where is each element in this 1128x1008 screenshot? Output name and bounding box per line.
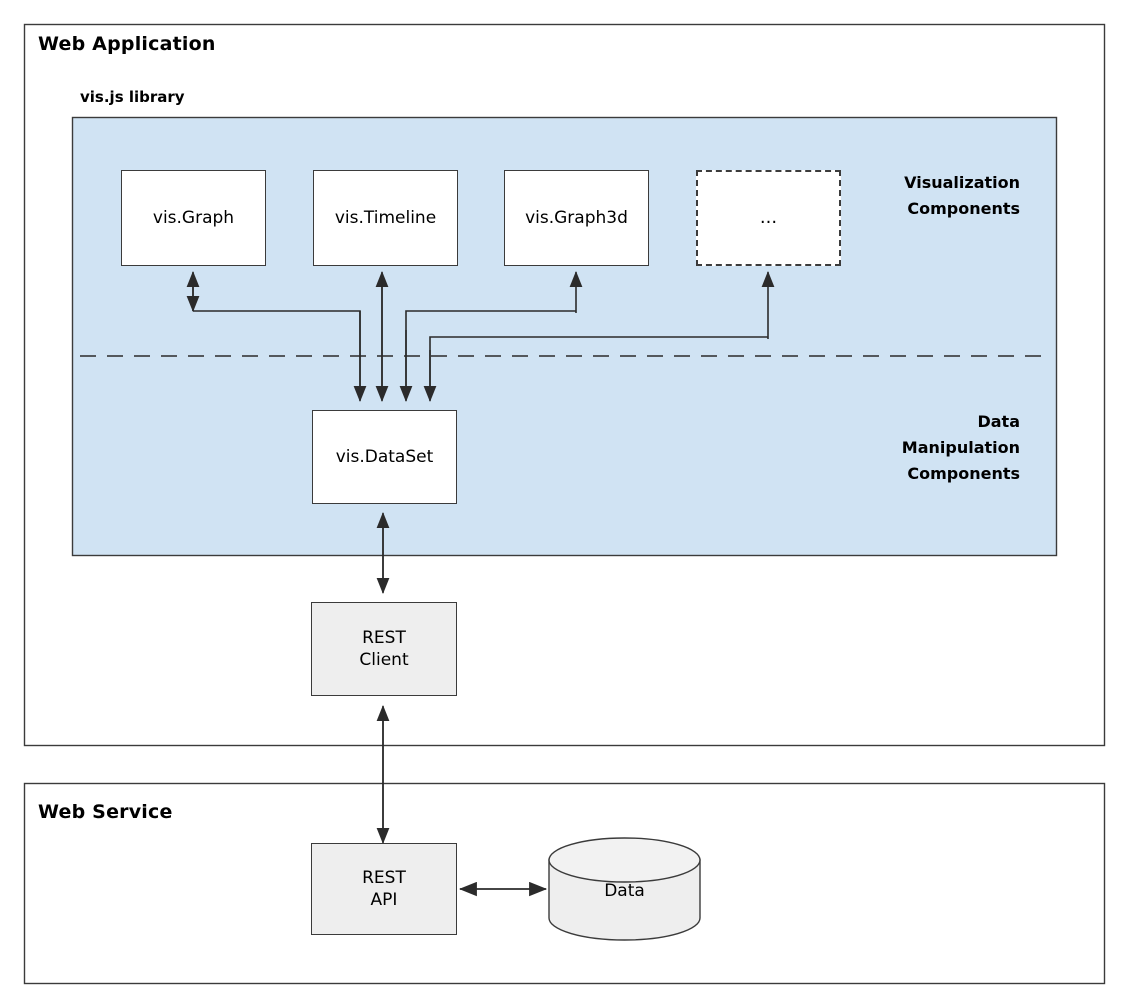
visjs-library-title: vis.js library [80,88,185,106]
web-application-title: Web Application [38,33,216,55]
node-rest-api[interactable]: REST API [311,843,457,935]
data-store-cylinder [548,837,701,941]
web-service-title: Web Service [38,801,173,823]
node-more-components[interactable]: ... [696,170,841,266]
node-vis-graph3d[interactable]: vis.Graph3d [504,170,649,266]
node-vis-dataset[interactable]: vis.DataSet [312,410,457,504]
node-rest-client[interactable]: REST Client [311,602,457,696]
data-manipulation-components-label: Data Manipulation Components [901,412,1020,483]
node-vis-timeline[interactable]: vis.Timeline [313,170,458,266]
node-vis-graph[interactable]: vis.Graph [121,170,266,266]
visualization-components-label: Visualization Components [904,173,1020,218]
